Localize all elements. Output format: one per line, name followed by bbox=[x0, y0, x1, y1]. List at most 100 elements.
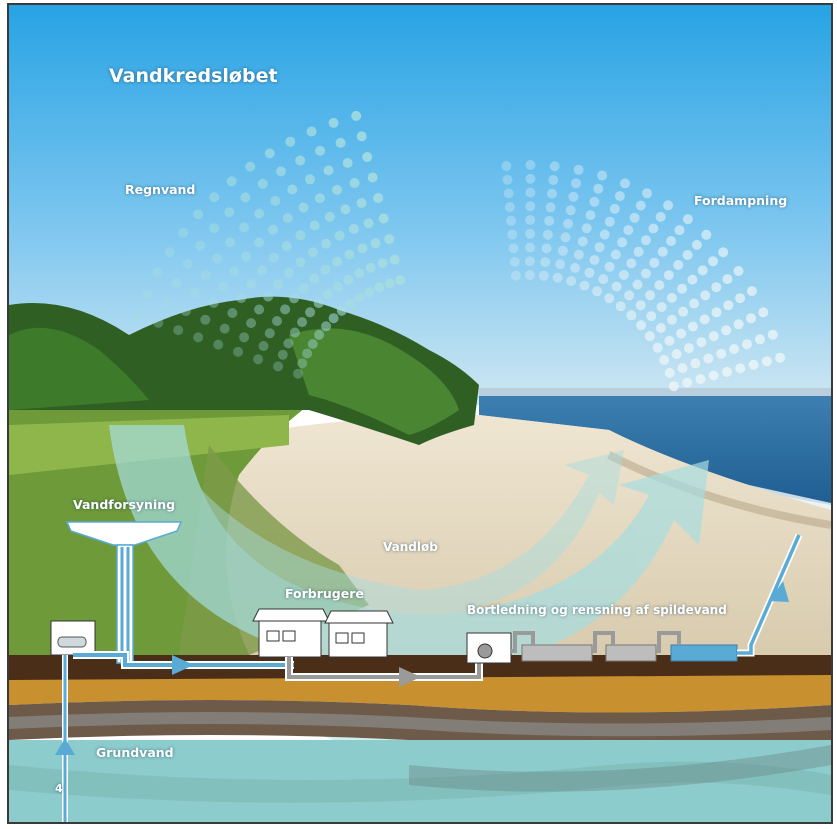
rain-drop-dot bbox=[241, 251, 252, 262]
vapor-dot bbox=[544, 216, 555, 226]
vapor-dot bbox=[617, 237, 628, 248]
rain-drop-dot bbox=[254, 304, 265, 315]
vapor-dot bbox=[664, 367, 675, 378]
vapor-dot bbox=[682, 377, 693, 388]
vapor-dot bbox=[746, 286, 757, 297]
vapor-dot bbox=[718, 247, 729, 258]
rain-drop-dot bbox=[342, 158, 353, 168]
pump-house bbox=[50, 620, 96, 822]
rain-drop-dot bbox=[164, 247, 175, 258]
rock-band bbox=[409, 745, 831, 792]
rain-drop-dot bbox=[297, 317, 308, 328]
rain-drop-dot bbox=[263, 291, 274, 302]
rain-drop-dot bbox=[309, 273, 320, 284]
vapor-dot bbox=[656, 302, 667, 312]
vapor-dot bbox=[632, 279, 643, 290]
rain-drop-dot bbox=[245, 161, 256, 172]
rain-drop-dot bbox=[378, 213, 389, 224]
rain-drop-dot bbox=[384, 278, 395, 289]
vapor-dot bbox=[666, 236, 677, 246]
rain-drop-dot bbox=[171, 277, 182, 288]
vapor-dot bbox=[573, 164, 584, 175]
trees-left bbox=[9, 327, 149, 410]
rain-drop-dot bbox=[193, 209, 204, 220]
vapor-dot bbox=[633, 246, 644, 257]
vapor-dot bbox=[711, 307, 722, 318]
soil-ochre bbox=[9, 675, 831, 713]
vapor-dot bbox=[657, 246, 668, 257]
vapor-dot bbox=[684, 343, 694, 354]
rain-drop-dot bbox=[343, 274, 354, 285]
vapor-dot bbox=[542, 229, 553, 240]
vapor-dot bbox=[581, 223, 592, 234]
vapor-dot bbox=[540, 257, 551, 268]
waste-pipe bbox=[285, 655, 483, 687]
vapor-dot bbox=[775, 352, 786, 363]
vapor-dot bbox=[644, 331, 655, 342]
vapor-dot bbox=[761, 356, 772, 367]
supply-arrow-icon bbox=[172, 655, 194, 675]
rain-drop-dot bbox=[213, 339, 224, 350]
vapor-dot bbox=[733, 319, 744, 330]
vapor-dot bbox=[571, 178, 581, 189]
vapor-dot bbox=[565, 205, 576, 216]
rain-drop-dot bbox=[208, 297, 219, 308]
rain-drop-dot bbox=[354, 292, 365, 303]
rain-drop-dot bbox=[153, 317, 164, 328]
rain-drop-dot bbox=[321, 238, 331, 249]
rain-drop-dot bbox=[273, 361, 284, 372]
vapor-dot bbox=[711, 282, 722, 293]
house-1 bbox=[252, 608, 330, 658]
rain-drop-dot bbox=[239, 332, 250, 343]
evaporation-label: Fordampning bbox=[694, 193, 788, 208]
rain-drop-dot bbox=[173, 325, 184, 336]
house-2 bbox=[324, 610, 394, 658]
vapor-dot bbox=[695, 374, 706, 385]
rainwater-label: Regnvand bbox=[125, 182, 196, 197]
rain-drop-dot bbox=[306, 126, 317, 137]
rain-drop-dot bbox=[334, 230, 345, 241]
rain-drop-dot bbox=[307, 247, 318, 258]
vapor-dot bbox=[677, 363, 688, 374]
vapor-dot bbox=[615, 301, 626, 312]
rain-drop-dot bbox=[348, 223, 359, 234]
rain-drop-dot bbox=[357, 243, 368, 254]
rain-drop-dot bbox=[336, 305, 347, 316]
vapor-dot bbox=[636, 320, 647, 331]
vapor-dot bbox=[708, 331, 719, 342]
rain-drop-dot bbox=[209, 192, 220, 203]
vapor-dot bbox=[584, 267, 595, 278]
vapor-dot bbox=[678, 306, 689, 317]
rain-drop-dot bbox=[320, 264, 331, 275]
water-cycle-illustration: Vandkredsløbet Regnvand Fordampning Vand… bbox=[7, 3, 833, 824]
stream-arrow bbox=[159, 435, 624, 617]
vapor-dot bbox=[646, 311, 657, 322]
rain-drop-dot bbox=[340, 204, 351, 215]
vapor-dot bbox=[659, 355, 670, 365]
rain-drop-dot bbox=[314, 193, 325, 204]
vapor-dot bbox=[604, 216, 615, 227]
rain-drop-dot bbox=[298, 202, 309, 213]
vapor-dot bbox=[594, 242, 605, 253]
vapor-dot bbox=[668, 381, 679, 392]
vapor-dot bbox=[599, 229, 610, 240]
vapor-dot bbox=[614, 191, 625, 202]
vapor-dot bbox=[604, 261, 615, 272]
surf bbox=[601, 430, 831, 511]
vapor-dot bbox=[716, 348, 727, 359]
rain-drop-dot bbox=[305, 307, 316, 318]
vapor-dot bbox=[508, 243, 519, 254]
vapor-dot bbox=[629, 212, 640, 223]
vapor-dot bbox=[703, 353, 714, 364]
vapor-dot bbox=[687, 274, 698, 285]
rain-drop-dot bbox=[364, 287, 375, 298]
rain-drop-dot bbox=[233, 346, 244, 357]
vapor-dot bbox=[604, 293, 615, 304]
consumers-label: Forbrugere bbox=[285, 586, 364, 601]
vapor-dot bbox=[592, 286, 603, 297]
rain-drop-dot bbox=[283, 267, 294, 278]
rain-drop-dot bbox=[345, 298, 356, 309]
rain-drop-dot bbox=[264, 148, 275, 159]
supply-pipe bbox=[73, 651, 294, 675]
vapor-dot bbox=[525, 201, 536, 212]
